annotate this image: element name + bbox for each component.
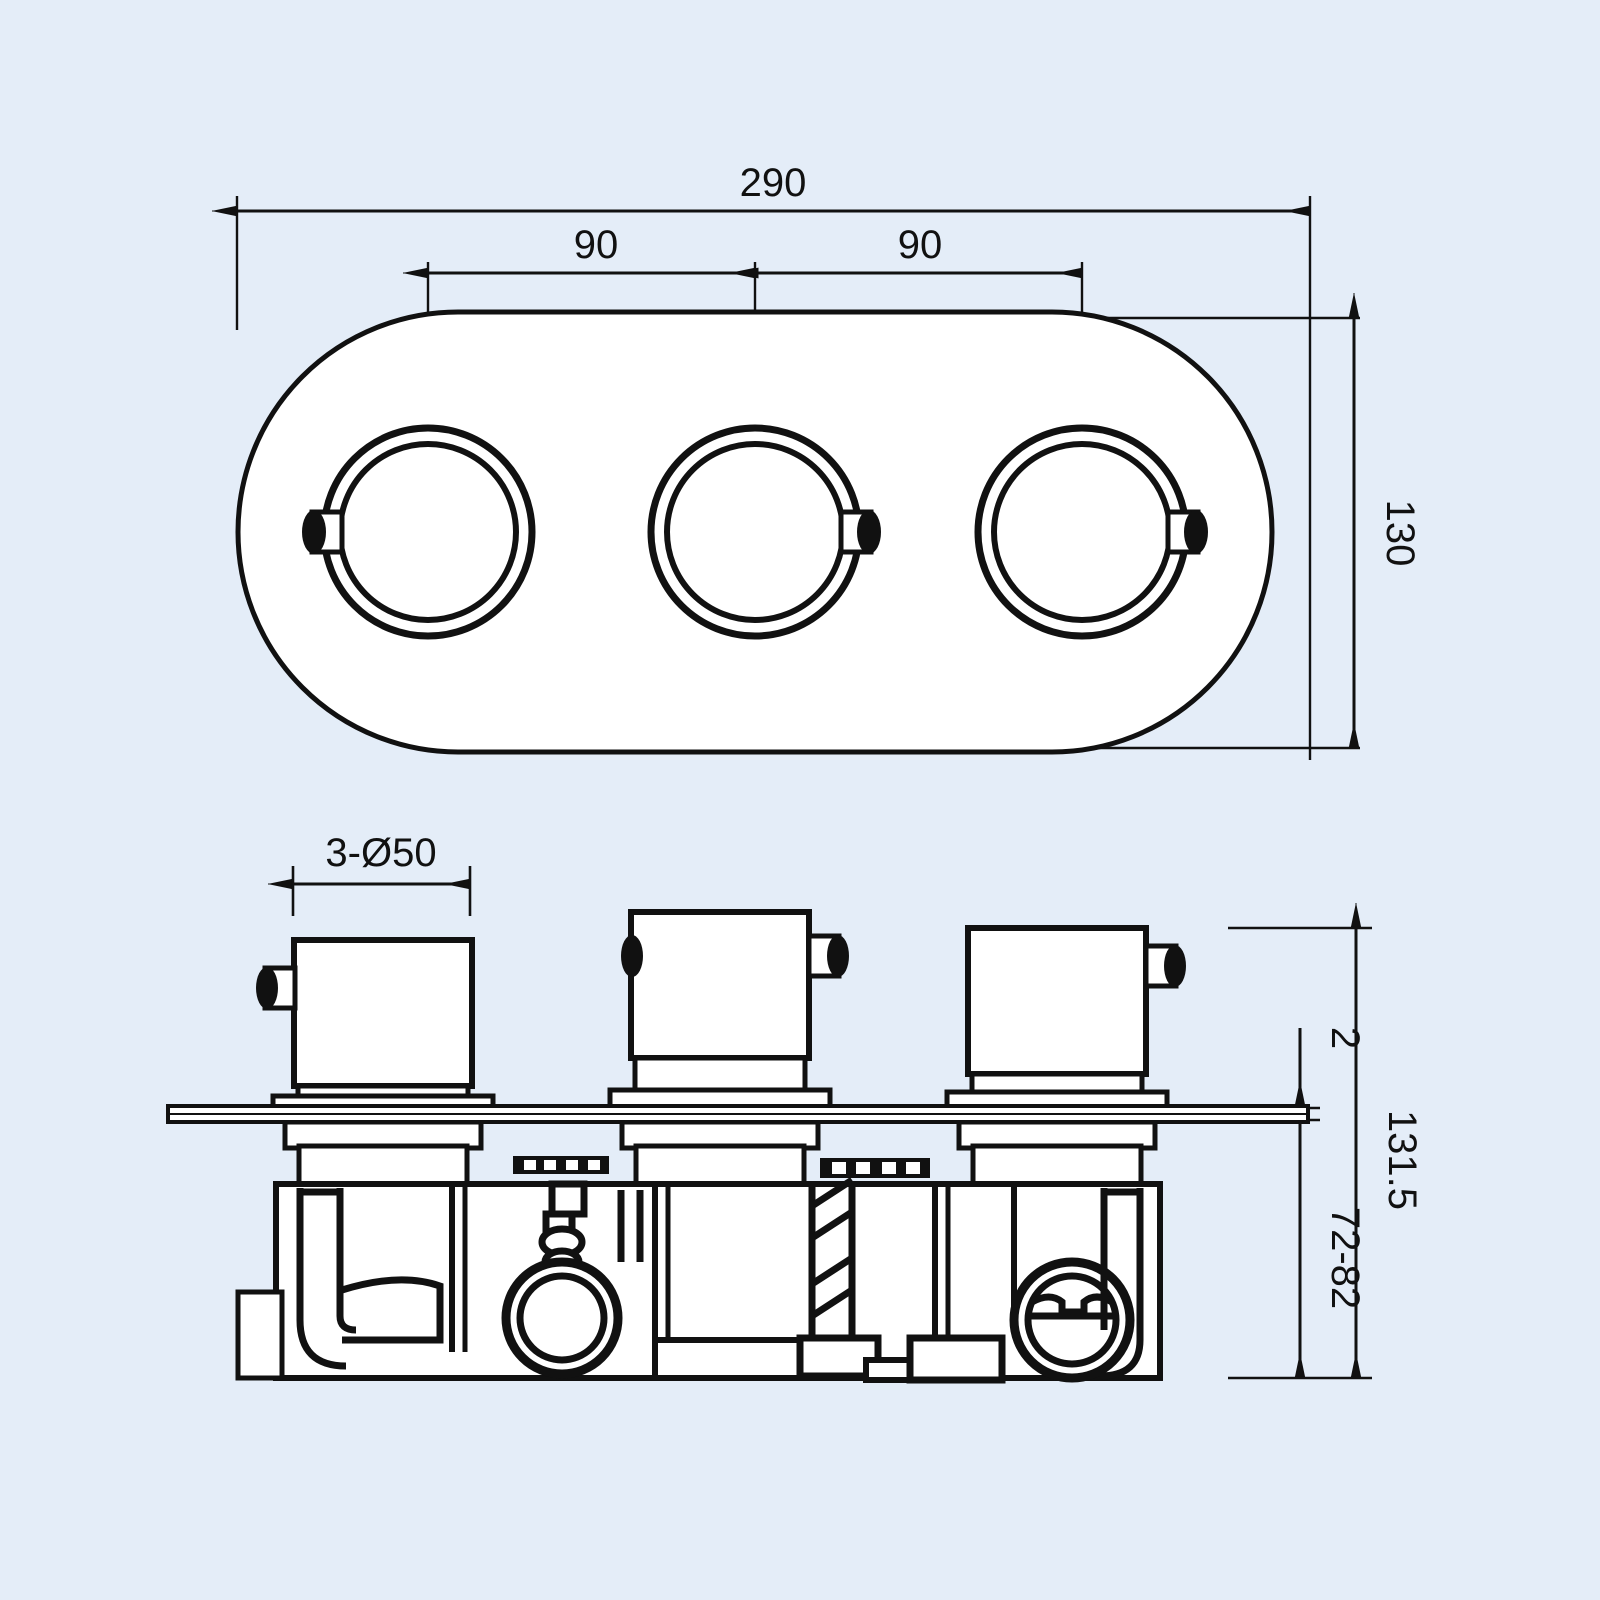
wall-plate xyxy=(166,1104,1310,1124)
control-knob-front-3[interactable] xyxy=(974,424,1208,640)
control-knob-front-2[interactable] xyxy=(647,424,881,640)
knob-tab-cap-3 xyxy=(1184,510,1208,554)
control-knob-section-3[interactable] xyxy=(944,925,1186,1187)
dimension-spacing-left: 90 xyxy=(403,223,756,279)
dimension-overall-width: 290 xyxy=(212,161,1311,217)
front-elevation-view: 290 90 90 130 xyxy=(212,161,1422,760)
dimension-label-90-left: 90 xyxy=(574,223,619,267)
dimension-label-130: 130 xyxy=(1378,500,1422,567)
threaded-sleeve xyxy=(796,1158,1006,1384)
dimension-label-290: 290 xyxy=(740,161,807,205)
valve-body xyxy=(235,1156,1163,1384)
cartridge-cap-right xyxy=(820,1158,930,1178)
dimension-total-depth: 131.5 xyxy=(1350,903,1424,1379)
internal-cartridge-left xyxy=(340,1276,444,1344)
dimension-hole-callout: 3-Ø50 xyxy=(268,831,472,916)
dimension-label-3-d50: 3-Ø50 xyxy=(325,831,436,875)
side-section-view: 3-Ø50 2 72-82 13 xyxy=(166,831,1424,1384)
knob-section-tab-cap-1 xyxy=(256,967,278,1009)
control-knob-front-1[interactable] xyxy=(302,424,536,640)
knob-tab-cap-1 xyxy=(302,510,326,554)
dimension-label-72-82: 72-82 xyxy=(1323,1207,1367,1309)
knob-section-tab-cap-3 xyxy=(1164,945,1186,987)
internal-pipe-left xyxy=(296,1188,357,1370)
knob-section-tab-cap-2 xyxy=(827,935,849,977)
internal-pipe-mid xyxy=(617,1190,644,1262)
dimension-label-90-right: 90 xyxy=(898,223,943,267)
dimension-spacing-right: 90 xyxy=(733,223,1083,279)
valve-mount-tab-left xyxy=(235,1289,285,1381)
control-knob-section-1[interactable] xyxy=(256,937,496,1187)
dimension-label-2: 2 xyxy=(1323,1027,1367,1049)
cartridge-cap-left xyxy=(513,1156,609,1174)
valve-port-right xyxy=(1009,1257,1135,1383)
internal-pipe-right xyxy=(1099,1188,1144,1380)
dimension-label-131-5: 131.5 xyxy=(1380,1110,1424,1210)
knob-tab-cap-2 xyxy=(857,510,881,554)
knob-section-edge-2 xyxy=(621,935,643,977)
dimension-overall-height: 130 xyxy=(1348,293,1422,749)
valve-cartridge-left xyxy=(501,1156,623,1379)
